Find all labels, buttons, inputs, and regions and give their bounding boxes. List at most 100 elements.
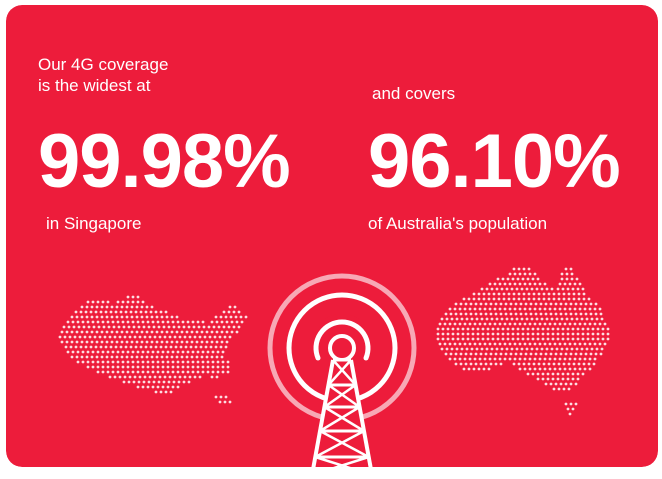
map-dot bbox=[573, 282, 577, 286]
map-dot bbox=[594, 302, 598, 306]
map-dot bbox=[576, 287, 580, 291]
map-dot bbox=[492, 292, 496, 296]
map-dot bbox=[121, 360, 125, 364]
map-dot bbox=[481, 327, 485, 331]
map-dot bbox=[200, 340, 204, 344]
map-dot bbox=[606, 337, 610, 341]
map-dot bbox=[110, 355, 114, 359]
map-dot bbox=[135, 305, 139, 309]
map-dot bbox=[509, 312, 513, 316]
map-dot bbox=[483, 342, 487, 346]
map-dot bbox=[135, 330, 139, 334]
map-dot bbox=[113, 335, 117, 339]
map-dot bbox=[524, 302, 528, 306]
map-dot bbox=[550, 317, 554, 321]
map-dot bbox=[533, 272, 537, 276]
map-dot bbox=[106, 360, 110, 364]
map-dot bbox=[115, 305, 119, 309]
map-dot bbox=[509, 352, 513, 356]
map-dot bbox=[513, 272, 517, 276]
map-dot bbox=[85, 340, 89, 344]
map-dot bbox=[74, 345, 78, 349]
map-dot bbox=[147, 325, 151, 329]
map-dot bbox=[149, 345, 153, 349]
map-dot bbox=[194, 345, 198, 349]
map-dot bbox=[71, 320, 75, 324]
map-dot bbox=[185, 330, 189, 334]
map-dot bbox=[527, 267, 531, 271]
map-dot bbox=[155, 330, 159, 334]
map-dot bbox=[111, 360, 115, 364]
map-dot bbox=[207, 325, 211, 329]
map-dot bbox=[114, 310, 118, 314]
map-dot bbox=[562, 362, 566, 366]
map-dot bbox=[569, 302, 573, 306]
map-dot bbox=[540, 347, 544, 351]
map-dot bbox=[500, 317, 504, 321]
map-dot bbox=[441, 337, 445, 341]
map-dot bbox=[490, 287, 494, 291]
map-dot bbox=[528, 357, 532, 361]
map-dot bbox=[473, 322, 477, 326]
map-dot bbox=[555, 317, 559, 321]
left-intro-line1: Our 4G coverage bbox=[38, 55, 169, 74]
map-dot bbox=[220, 330, 224, 334]
map-dot bbox=[480, 317, 484, 321]
map-dot bbox=[571, 332, 575, 336]
map-dot bbox=[495, 287, 499, 291]
map-dot bbox=[85, 330, 89, 334]
map-dot bbox=[135, 355, 139, 359]
map-dot bbox=[567, 387, 571, 391]
map-dot bbox=[115, 315, 119, 319]
map-dot bbox=[111, 365, 115, 369]
map-dot bbox=[510, 287, 514, 291]
map-dot bbox=[440, 347, 444, 351]
map-dot bbox=[564, 267, 568, 271]
map-dot bbox=[518, 367, 522, 371]
map-dot bbox=[483, 322, 487, 326]
map-dot bbox=[529, 352, 533, 356]
map-dot bbox=[574, 352, 578, 356]
map-dot bbox=[588, 342, 592, 346]
map-dot bbox=[456, 337, 460, 341]
map-dot bbox=[561, 327, 565, 331]
map-dot bbox=[170, 330, 174, 334]
map-dot bbox=[79, 345, 83, 349]
map-dot bbox=[588, 367, 592, 371]
map-dot bbox=[558, 357, 562, 361]
map-dot bbox=[169, 390, 173, 394]
map-dot bbox=[518, 322, 522, 326]
map-dot bbox=[459, 362, 463, 366]
map-dot bbox=[446, 337, 450, 341]
map-dot bbox=[201, 320, 205, 324]
map-dot bbox=[463, 322, 467, 326]
map-dot bbox=[478, 357, 482, 361]
map-dot bbox=[469, 302, 473, 306]
map-dot bbox=[588, 357, 592, 361]
map-dot bbox=[233, 305, 237, 309]
map-dot bbox=[448, 357, 452, 361]
map-dot bbox=[520, 347, 524, 351]
map-dot bbox=[105, 340, 109, 344]
map-dot bbox=[541, 377, 545, 381]
map-dot bbox=[148, 375, 152, 379]
map-dot bbox=[115, 340, 119, 344]
map-dot bbox=[553, 367, 557, 371]
map-dot bbox=[156, 350, 160, 354]
map-dot bbox=[144, 345, 148, 349]
map-dot bbox=[170, 355, 174, 359]
map-dot bbox=[226, 370, 230, 374]
map-dot bbox=[493, 307, 497, 311]
map-dot bbox=[101, 365, 105, 369]
map-dot bbox=[517, 267, 521, 271]
map-dot bbox=[510, 317, 514, 321]
map-dot bbox=[131, 365, 135, 369]
map-dot bbox=[514, 302, 518, 306]
map-dot bbox=[181, 360, 185, 364]
map-dot bbox=[546, 332, 550, 336]
map-dot bbox=[571, 372, 575, 376]
map-dot bbox=[544, 382, 548, 386]
map-dot bbox=[142, 380, 146, 384]
map-dot bbox=[454, 362, 458, 366]
map-dot bbox=[96, 300, 100, 304]
